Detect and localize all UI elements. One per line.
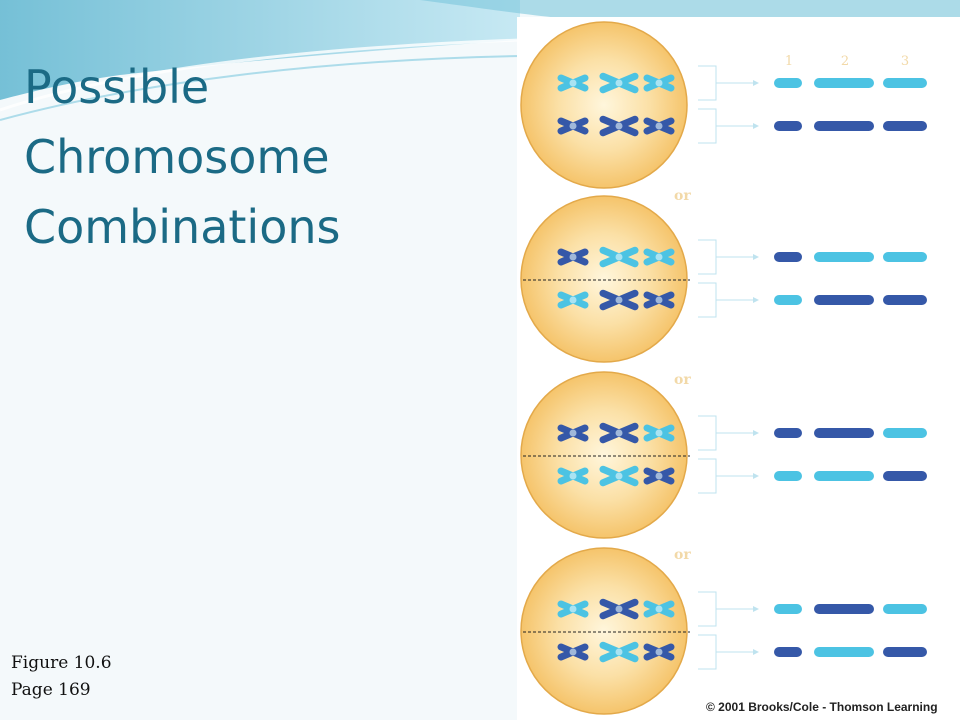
chromosome-pair: [599, 465, 639, 487]
gamete-chromosome: [883, 647, 927, 657]
chromosome-diagram: 1 2 3 or or or: [520, 21, 927, 715]
chromosome-pair: [557, 74, 589, 92]
bracket-connector: [698, 458, 717, 494]
gamete-chromosome: [774, 295, 802, 305]
chromosome-pair: [643, 467, 675, 485]
gamete-chromosome: [814, 647, 874, 657]
column-number-label: 1: [785, 54, 793, 69]
chromosome-pair: [643, 74, 675, 92]
arrow-head: [753, 473, 759, 479]
cell: [520, 21, 688, 189]
arrow-head: [753, 606, 759, 612]
arrangement-1: [520, 21, 927, 189]
cell: [520, 547, 688, 715]
chromosome-pair: [599, 641, 639, 663]
chromosome-pair: [557, 291, 589, 309]
copyright-notice: © 2001 Brooks/Cole - Thomson Learning: [706, 700, 938, 714]
arrangement-4: [520, 547, 927, 715]
arrow-head: [753, 649, 759, 655]
gamete-chromosome: [883, 252, 927, 262]
chromosome-pair: [599, 289, 639, 311]
chromosome-pair: [557, 467, 589, 485]
arrow-head: [753, 123, 759, 129]
title-line-3: Combinations: [24, 200, 341, 254]
chromosome-pair: [643, 248, 675, 266]
bracket-connector: [698, 282, 717, 318]
gamete-chromosome: [774, 647, 802, 657]
gamete-chromosome: [814, 471, 874, 481]
gamete-chromosome: [774, 252, 802, 262]
bracket-connector: [698, 634, 717, 670]
arrow-head: [753, 80, 759, 86]
chromosome-pair: [643, 117, 675, 135]
gamete-chromosome: [814, 121, 874, 131]
chromosome-pair: [599, 422, 639, 444]
chromosome-pair: [557, 600, 589, 618]
gamete-chromosome: [814, 604, 874, 614]
title-line-1: Possible: [24, 60, 210, 114]
figure-caption: Figure 10.6 Page 169: [11, 650, 112, 704]
cell: [520, 371, 688, 539]
chromosome-pair: [643, 643, 675, 661]
gamete-chromosome: [883, 78, 927, 88]
gamete-chromosome: [774, 121, 802, 131]
chromosome-pair: [643, 424, 675, 442]
chromosome-pair: [643, 600, 675, 618]
gamete-chromosome: [883, 428, 927, 438]
bracket-connector: [698, 415, 717, 451]
arrangement-2: [520, 195, 927, 363]
gamete-chromosome: [883, 471, 927, 481]
gamete-chromosome: [883, 121, 927, 131]
gamete-chromosome: [774, 604, 802, 614]
caption-figure: Figure 10.6: [11, 653, 112, 673]
gamete-chromosome: [774, 78, 802, 88]
column-number-label: 2: [841, 54, 849, 69]
chromosome-pair: [557, 117, 589, 135]
arrow-head: [753, 254, 759, 260]
bracket-connector: [698, 591, 717, 627]
slide-title: Possible Chromosome Combinations: [24, 52, 504, 262]
or-label: or: [674, 372, 691, 388]
cell: [520, 195, 688, 363]
bracket-connector: [698, 65, 717, 101]
chromosome-pair: [557, 643, 589, 661]
column-number-label: 3: [901, 54, 909, 69]
chromosome-pair: [557, 248, 589, 266]
gamete-chromosome: [814, 295, 874, 305]
gamete-chromosome: [814, 78, 874, 88]
gamete-chromosome: [814, 428, 874, 438]
gamete-chromosome: [774, 428, 802, 438]
arrangement-3: [520, 371, 927, 539]
chromosome-pair: [599, 246, 639, 268]
chromosome-pair: [643, 291, 675, 309]
chromosome-pair: [599, 72, 639, 94]
gamete-chromosome: [814, 252, 874, 262]
gamete-chromosome: [883, 604, 927, 614]
gamete-chromosome: [774, 471, 802, 481]
figure-panel: 1 2 3 or or or: [517, 17, 960, 720]
bracket-connector: [698, 108, 717, 144]
or-label: or: [674, 188, 691, 204]
title-line-2: Chromosome: [24, 130, 330, 184]
arrow-head: [753, 297, 759, 303]
arrow-head: [753, 430, 759, 436]
gamete-chromosome: [883, 295, 927, 305]
or-label: or: [674, 547, 691, 563]
chromosome-pair: [599, 598, 639, 620]
caption-page: Page 169: [11, 680, 91, 700]
bracket-connector: [698, 239, 717, 275]
chromosome-pair: [599, 115, 639, 137]
chromosome-pair: [557, 424, 589, 442]
